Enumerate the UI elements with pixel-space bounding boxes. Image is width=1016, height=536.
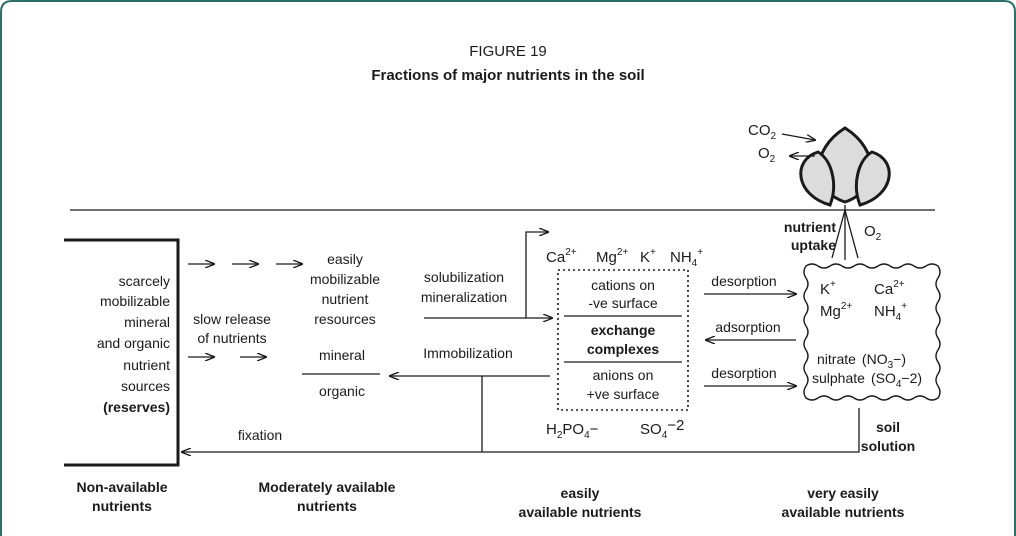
- slow-release-label-1: slow release: [193, 311, 271, 327]
- svg-text:Mg2+: Mg2+: [596, 247, 628, 266]
- soil-solution-label-2: solution: [861, 438, 915, 454]
- svg-text:anions on: anions on: [593, 367, 654, 383]
- svg-text:sources: sources: [121, 378, 170, 394]
- desorption-top-label: desorption: [711, 273, 776, 289]
- soil-solution-label-1: soil: [876, 419, 900, 435]
- soil-solution-box: [803, 263, 941, 401]
- desorption-bottom-label: desorption: [711, 365, 776, 381]
- svg-text:Ca2+: Ca2+: [874, 279, 905, 298]
- svg-text:exchange: exchange: [591, 322, 656, 338]
- reserves-text: scarcely mobilizable mineral and organic…: [97, 273, 170, 415]
- slow-release-arrows: [188, 264, 302, 357]
- svg-text:scarcely: scarcely: [119, 273, 170, 289]
- svg-text:NH4+: NH4+: [874, 301, 907, 323]
- svg-text:nutrient: nutrient: [322, 291, 369, 307]
- svg-text:nutrients: nutrients: [92, 498, 152, 514]
- plant-roots: [831, 205, 859, 260]
- svg-text:nutrients: nutrients: [297, 498, 357, 514]
- svg-text:(reserves): (reserves): [103, 399, 170, 415]
- svg-text:Non-available: Non-available: [76, 479, 167, 495]
- svg-text:mobilizable: mobilizable: [100, 293, 170, 309]
- svg-text:complexes: complexes: [587, 341, 660, 357]
- svg-text:and organic: and organic: [97, 335, 170, 351]
- co2-arrow: [781, 133, 815, 140]
- svg-text:-ve surface: -ve surface: [588, 295, 657, 311]
- svg-text:available nutrients: available nutrients: [519, 504, 642, 520]
- svg-text:mobilizable: mobilizable: [310, 271, 380, 287]
- anion-so4: SO4−2: [640, 417, 684, 441]
- o2-label: O2: [758, 145, 776, 165]
- category-captions: Non-available nutrients Moderately avail…: [76, 479, 904, 520]
- uptake-label-2: uptake: [791, 237, 836, 253]
- adsorption-label: adsorption: [715, 319, 780, 335]
- immobilization-label: Immobilization: [423, 345, 512, 361]
- svg-text:Moderately available: Moderately available: [259, 479, 396, 495]
- exchange-complex-text: cations on -ve surface exchange complexe…: [564, 277, 682, 402]
- svg-text:very easily: very easily: [807, 485, 879, 501]
- sulphate-label: sulphate(SO4−2): [812, 370, 922, 390]
- reserves-bracket: [64, 238, 180, 467]
- svg-text:resources: resources: [314, 311, 375, 327]
- svg-text:nutrient: nutrient: [123, 357, 170, 373]
- organic-label: organic: [319, 383, 365, 399]
- svg-text:available nutrients: available nutrients: [782, 504, 905, 520]
- figure-number: FIGURE 19: [469, 43, 547, 60]
- mineral-label: mineral: [319, 347, 365, 363]
- svg-text:K+: K+: [640, 247, 656, 266]
- mobilizable-resources-text: easily mobilizable nutrient resources: [310, 251, 380, 327]
- anion-h2po4: H2PO4−: [546, 421, 599, 441]
- exchange-complex-box: [557, 269, 689, 411]
- fixation-label: fixation: [238, 427, 282, 443]
- slow-release-label-2: of nutrients: [197, 330, 266, 346]
- mineralization-label: mineralization: [421, 289, 507, 305]
- svg-text:+ve surface: +ve surface: [587, 386, 660, 402]
- root-o2-label: O2: [864, 223, 882, 243]
- svg-text:mineral: mineral: [124, 314, 170, 330]
- svg-text:easily: easily: [327, 251, 363, 267]
- solubilization-label: solubilization: [424, 269, 504, 285]
- mineralization-arrow: [424, 232, 548, 319]
- svg-text:K+: K+: [820, 279, 836, 298]
- plant-icon: [799, 126, 891, 207]
- figure-title: Fractions of major nutrients in the soil: [371, 67, 644, 84]
- svg-text:Ca2+: Ca2+: [546, 247, 577, 266]
- co2-label: CO2: [748, 122, 777, 142]
- fixation-arrow: [182, 408, 860, 452]
- svg-text:NH4+: NH4+: [670, 247, 703, 269]
- svg-text:Mg2+: Mg2+: [820, 301, 852, 320]
- svg-text:cations on: cations on: [591, 277, 655, 293]
- cation-list: Ca2+ Mg2+ K+ NH4+: [546, 247, 703, 269]
- nitrate-label: nitrate(NO3−): [817, 351, 906, 371]
- uptake-label-1: nutrient: [784, 219, 836, 235]
- svg-text:easily: easily: [561, 485, 600, 501]
- soil-solution-ions: K+ Ca2+ Mg2+ NH4+: [820, 279, 907, 323]
